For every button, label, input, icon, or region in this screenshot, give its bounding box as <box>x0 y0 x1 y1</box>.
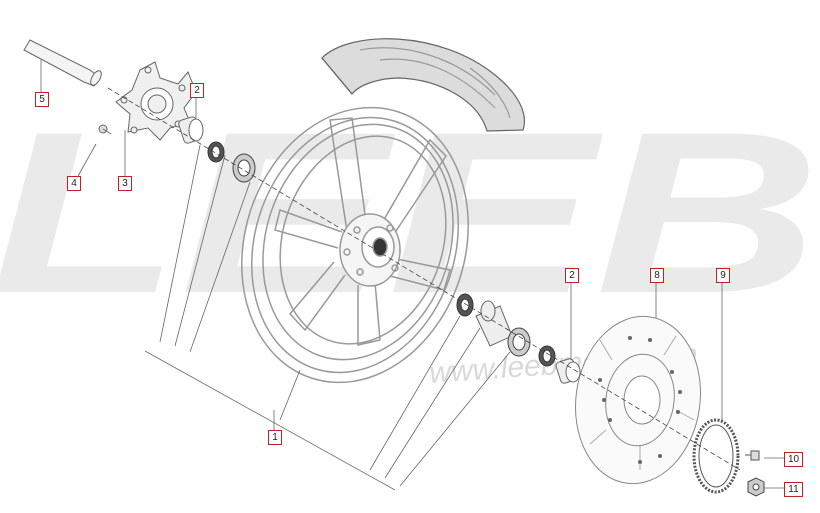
bearing-left <box>232 153 256 183</box>
wheel-rim <box>241 106 469 384</box>
bolt-small <box>98 124 112 135</box>
spacer-tube <box>475 300 513 347</box>
oil-seal-right <box>538 345 556 367</box>
callout-11: 11 <box>784 482 803 497</box>
oil-seal-right-inner <box>456 293 474 317</box>
nut-11 <box>747 477 765 497</box>
callout-8: 8 <box>650 268 664 283</box>
callout-4: 4 <box>67 176 81 191</box>
callout-2-right: 2 <box>565 268 579 283</box>
tire <box>321 38 525 132</box>
callout-9: 9 <box>716 268 730 283</box>
callout-10: 10 <box>784 452 803 467</box>
brake-disc <box>575 315 701 485</box>
spacer-left <box>178 116 204 144</box>
callout-2-left: 2 <box>190 83 204 98</box>
callout-5: 5 <box>35 92 49 107</box>
axis-line <box>107 87 741 471</box>
bearing-right <box>507 327 531 357</box>
callout-3: 3 <box>118 176 132 191</box>
oil-seal-left <box>207 141 225 163</box>
callout-1: 1 <box>268 430 282 445</box>
axle <box>23 39 102 87</box>
abs-ring <box>692 418 740 494</box>
bolt-10 <box>745 450 760 461</box>
leader-lines <box>40 60 785 491</box>
